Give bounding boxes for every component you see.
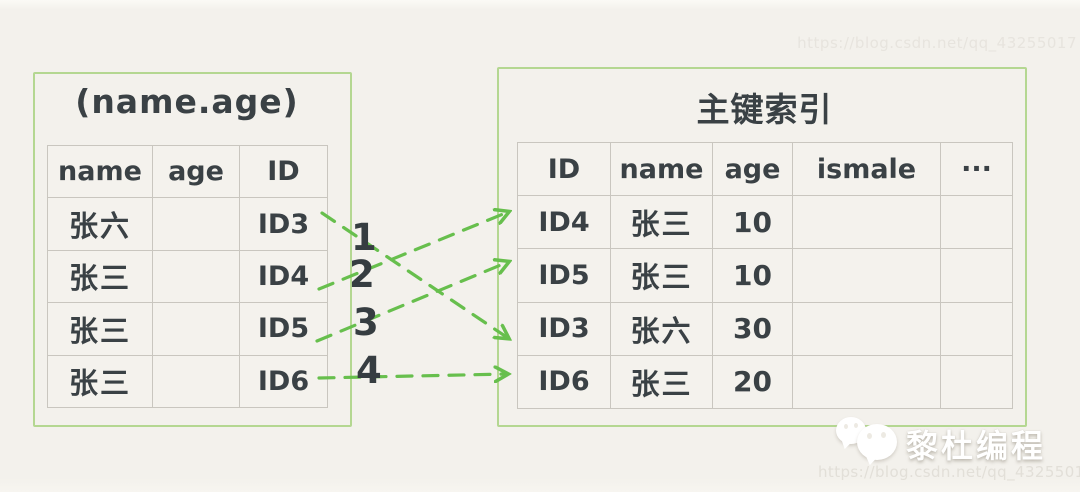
table-cell: ID4 [518, 196, 611, 250]
secondary-index-table: name age ID 张六 ID3 张三 ID4 张三 ID5 张三 ID6 [47, 145, 328, 408]
primary-index-panel: 主键索引 ID name age ismale ··· ID4 张三 10 ID… [497, 67, 1027, 427]
lookup-order-label-4: 4 [356, 349, 382, 392]
lookup-order-label-1: 1 [351, 216, 377, 259]
watermark-url-top: https://blog.csdn.net/qq_43255017 [797, 34, 1077, 52]
table-cell [153, 303, 240, 356]
table-cell: 张六 [611, 302, 713, 356]
brand-watermark: 黎杜编程 https://blog.csdn.net/qq_43255017 [818, 413, 1080, 489]
lookup-order-label-3: 3 [353, 301, 379, 344]
table-cell [793, 355, 941, 409]
table-cell [793, 196, 941, 250]
table-cell [153, 198, 240, 251]
brand-name: 黎杜编程 [906, 427, 1047, 465]
table-cell [941, 249, 1013, 303]
table-cell: ID5 [518, 249, 611, 303]
table-cell: 30 [713, 302, 793, 356]
table-cell: ID6 [240, 355, 328, 408]
table-cell [153, 355, 240, 408]
table-cell: ID4 [240, 250, 328, 304]
column-header-id: ID [518, 143, 611, 197]
column-header-id: ID [240, 146, 328, 199]
table-cell: ID6 [518, 355, 611, 409]
column-header-age: age [153, 146, 240, 199]
primary-index-table: ID name age ismale ··· ID4 张三 10 ID5 张三 … [517, 142, 1013, 409]
table-cell [793, 249, 941, 303]
watermark-url-bottom: https://blog.csdn.net/qq_43255017 [818, 463, 1080, 481]
table-cell: ID3 [518, 302, 611, 356]
table-cell [793, 302, 941, 356]
table-cell: 20 [713, 355, 793, 409]
table-cell: ID5 [240, 303, 328, 356]
table-cell [941, 355, 1013, 409]
table-cell: 张三 [611, 196, 713, 250]
table-cell: 张三 [48, 303, 153, 356]
table-cell: ID3 [240, 198, 328, 251]
table-cell: 张三 [48, 355, 153, 408]
column-header-age: age [713, 143, 793, 197]
column-header-ellipsis: ··· [941, 143, 1013, 197]
secondary-index-title: (name.age) [75, 82, 299, 121]
table-cell: 10 [713, 196, 793, 250]
secondary-index-panel: (name.age) name age ID 张六 ID3 张三 ID4 张三 … [33, 72, 352, 427]
column-header-name: name [48, 146, 153, 199]
table-cell [941, 302, 1013, 356]
column-header-ismale: ismale [793, 143, 941, 197]
table-cell: 10 [713, 249, 793, 303]
table-cell: 张三 [48, 250, 153, 304]
table-cell [941, 196, 1013, 250]
table-cell: 张三 [611, 355, 713, 409]
wechat-icon [836, 415, 902, 467]
table-cell: 张三 [611, 249, 713, 303]
table-cell: 张六 [48, 198, 153, 251]
lookup-order-label-2: 2 [349, 253, 375, 296]
column-header-name: name [611, 143, 713, 197]
table-cell [153, 250, 240, 304]
primary-index-title: 主键索引 [696, 90, 833, 129]
